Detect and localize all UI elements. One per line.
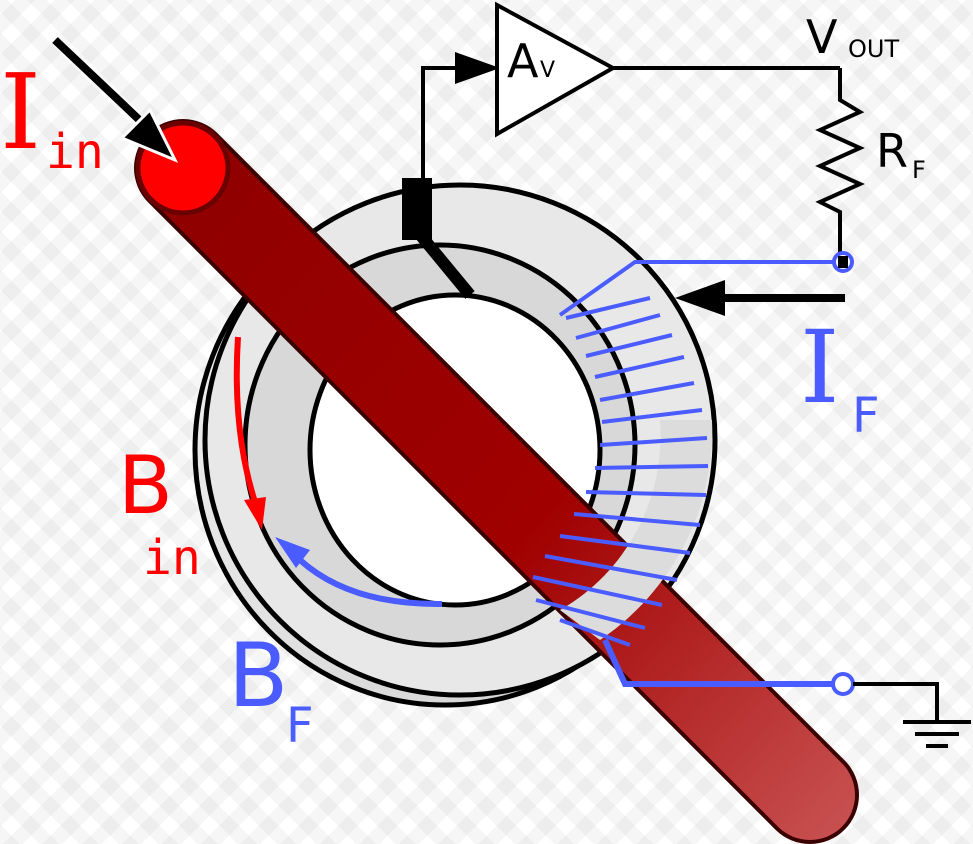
rf-label: R <box>876 124 908 178</box>
sense-to-amp-wire <box>421 66 470 180</box>
winding-turn <box>599 436 708 447</box>
b-in-arrow-curve <box>233 336 258 503</box>
b-in-arrow-head <box>244 497 266 530</box>
core-front-segment <box>560 420 713 640</box>
sense-coil-block <box>402 178 432 240</box>
feedback-winding <box>532 260 840 687</box>
input-arrow-head <box>119 107 179 163</box>
rf-subscript: F <box>912 156 926 184</box>
if-arrow-head <box>675 280 725 316</box>
b-f-subscript: F <box>286 698 314 754</box>
winding-turn <box>585 490 707 497</box>
winding-turn <box>559 534 691 555</box>
winding-turn <box>565 296 651 320</box>
b-in-arrow <box>233 336 266 530</box>
winding-turn <box>573 512 701 527</box>
vout-subscript: OUT <box>848 35 900 63</box>
b-in-label: B <box>118 439 173 532</box>
winding-turn <box>559 618 631 647</box>
ground-symbol <box>853 682 971 748</box>
feedback-resistor <box>815 68 865 262</box>
b-f-arrow <box>275 537 443 608</box>
winding-turn <box>601 408 703 424</box>
input-arrow-shaft <box>52 37 153 133</box>
sense-winding <box>402 52 500 299</box>
resistor-zigzag <box>815 68 865 262</box>
winding-turn <box>594 355 685 379</box>
i-f-label: I <box>800 309 840 426</box>
winding-turn <box>585 333 673 358</box>
feedback-current-arrow <box>675 280 845 316</box>
amplifier-triangle <box>495 1 618 138</box>
winding-turn <box>594 464 709 470</box>
b-in-subscript: in <box>143 530 201 586</box>
amp-label: A <box>507 34 539 88</box>
b-f-arrow-curve <box>297 557 443 608</box>
sense-coil-lead <box>413 228 475 299</box>
input-current-arrow <box>52 37 179 163</box>
b-f-arrow-head <box>275 537 310 568</box>
winding-turn <box>575 313 661 340</box>
amplifier <box>495 1 840 138</box>
amp-subscript: V <box>540 58 556 83</box>
i-in-main: I <box>0 51 42 173</box>
terminal-top-node <box>838 256 848 268</box>
winding-turn <box>544 554 678 582</box>
winding-turn <box>532 575 663 607</box>
i-f-subscript: F <box>852 388 880 444</box>
feedback-top-lead <box>558 260 840 317</box>
i-in-subscript: in <box>46 124 104 180</box>
b-f-label: B <box>228 624 289 727</box>
terminal-bottom <box>831 672 855 696</box>
i-in-label: I <box>0 60 41 164</box>
sense-arrow <box>455 52 500 84</box>
ground-wire <box>853 682 939 722</box>
conductor-body <box>138 123 855 840</box>
winding-turn <box>599 381 695 402</box>
vout-label: V <box>806 10 838 64</box>
feedback-bottom-lead <box>602 638 840 687</box>
winding-turn <box>535 598 646 630</box>
primary-conductor <box>134 119 859 844</box>
